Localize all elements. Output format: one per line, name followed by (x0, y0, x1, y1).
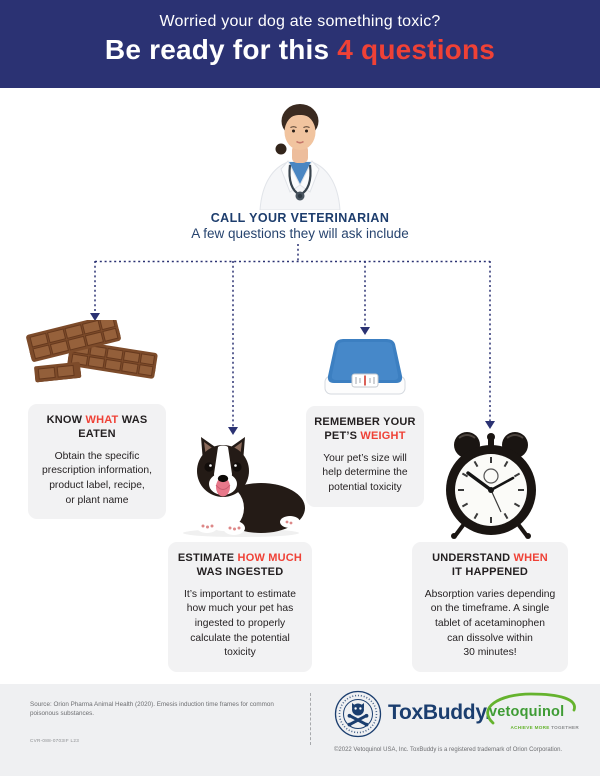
header-question: Worried your dog ate something toxic? (159, 13, 441, 30)
card-body: Absorption varies depending on the timef… (424, 588, 556, 659)
copyright-text: ©2022 Vetoquinol USA, Inc. ToxBuddy is a… (334, 747, 563, 753)
header-title: Be ready for this 4 questions (0, 34, 600, 66)
alarm-clock-image (437, 428, 545, 547)
call-your-veterinarian-title: CALL YOUR VETERINARIAN (210, 211, 390, 225)
card-understand-when: UNDERSTAND WHEN IT HAPPENED Absorption v… (412, 542, 568, 673)
card-estimate-how-much: ESTIMATE HOW MUCH WAS INGESTED It’s impo… (168, 542, 312, 673)
intro-subtitle: A few questions they will ask include (191, 226, 409, 241)
card-remember-pets-weight: REMEMBER YOUR PET’S WEIGHT Your pet’s si… (306, 406, 424, 507)
dog-image (163, 434, 308, 544)
card-title: ESTIMATE HOW MUCH WAS INGESTED (177, 552, 303, 578)
header-title-accent: 4 questions (337, 34, 496, 65)
toxbuddy-badge-icon (334, 690, 382, 738)
document-code: CVR-088-0703IF L23 (30, 738, 80, 743)
footer-divider (310, 693, 311, 745)
card-title: UNDERSTAND WHEN IT HAPPENED (432, 552, 548, 578)
card-title: REMEMBER YOUR PET’S WEIGHT (314, 416, 416, 442)
card-know-what-was-eaten: KNOW WHAT WAS EATEN Obtain the specific … (28, 404, 166, 520)
header-banner: Worried your dog ate something toxic? Be… (0, 0, 600, 88)
chocolate-image (24, 313, 166, 409)
card-body: Your pet’s size will help determine the … (322, 452, 408, 493)
veterinarian-image (240, 97, 360, 211)
vetoquinol-wordmark: vetoquinol (489, 704, 564, 720)
header-title-white: Be ready for this (104, 34, 338, 65)
vetoquinol-swoosh-icon: vetoquinol (486, 692, 576, 725)
card-title: KNOW WHAT WAS EATEN (46, 414, 148, 440)
vetoquinol-logo: vetoquinol ACHIEVE MORE TOGETHER (479, 692, 583, 736)
vetoquinol-tagline: ACHIEVE MORE TOGETHER (510, 725, 579, 730)
weight-scale-image (317, 336, 413, 405)
footer: Source: Orion Pharma Animal Health (2020… (0, 684, 600, 776)
card-body: Obtain the specific prescription informa… (42, 450, 152, 506)
toxbuddy-logo: ToxBuddy. (388, 701, 491, 724)
source-note: Source: Orion Pharma Animal Health (2020… (30, 701, 274, 718)
card-body: It’s important to estimate how much your… (184, 588, 296, 659)
